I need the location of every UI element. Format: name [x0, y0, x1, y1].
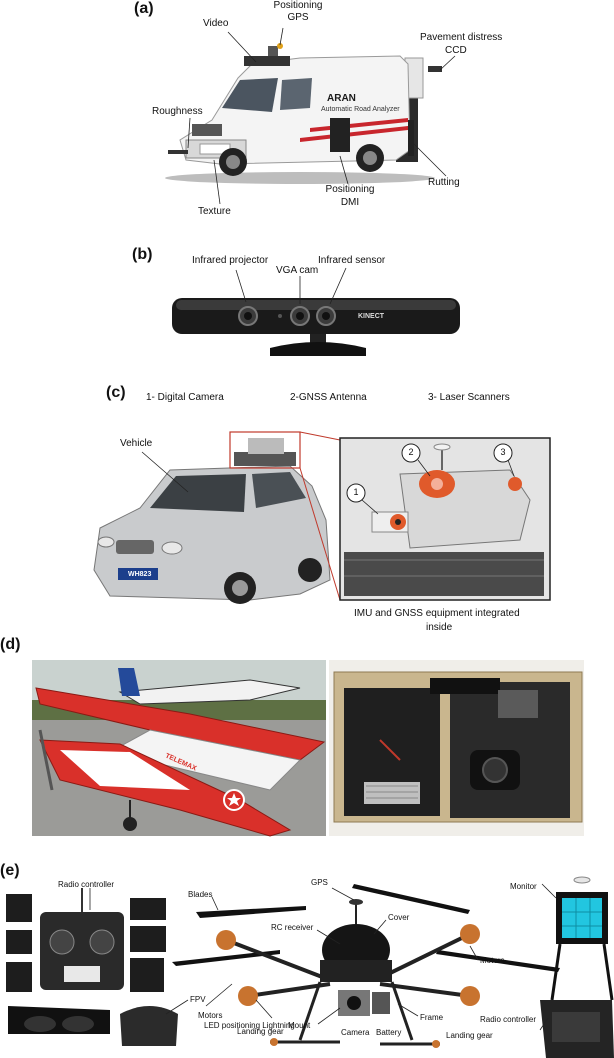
- label-infrared-sensor: Infrared sensor: [318, 255, 386, 266]
- label-num-2: 2: [408, 447, 414, 457]
- label-monitor: Monitor: [510, 882, 537, 891]
- mms-vehicle-image: [93, 431, 551, 604]
- panel-e-letter: (e): [0, 862, 20, 879]
- label-num-3: 3: [500, 447, 506, 457]
- label-mount: Mount: [288, 1021, 311, 1030]
- kinect-brand-text: KINECT: [358, 313, 385, 320]
- label-video: Video: [203, 18, 229, 29]
- label-pavement-distress: Pavement distress: [420, 32, 503, 43]
- label-led-lightning: LED positioning Lightning: [204, 1021, 295, 1030]
- label-cover: Cover: [388, 913, 410, 922]
- kinect-sensor-image: [172, 267, 460, 356]
- van-sub-text: Automatic Road Analyzer: [321, 106, 400, 113]
- label-digital-camera: 1- Digital Camera: [146, 392, 224, 403]
- label-positioning-dmi-1: Positioning: [325, 184, 375, 195]
- aran-van-image: [165, 27, 456, 205]
- label-motors-right: Motors: [480, 956, 505, 965]
- label-vga-cam: VGA cam: [276, 265, 319, 276]
- label-roughness: Roughness: [152, 106, 203, 117]
- label-camera: Camera: [341, 1028, 370, 1037]
- label-dmi: DMI: [340, 197, 360, 208]
- label-vehicle: Vehicle: [120, 438, 153, 449]
- panel-a-letter: (a): [134, 0, 154, 17]
- panel-c-letter: (c): [106, 384, 126, 401]
- label-landing-gear-left: Landing gear: [237, 1027, 284, 1036]
- label-landing-gear-right: Landing gear: [446, 1031, 493, 1040]
- label-laser-scanners: 3- Laser Scanners: [428, 392, 510, 403]
- label-gnss-antenna: 2-GNSS Antenna: [290, 392, 367, 403]
- panel-d-letter: (d): [0, 636, 21, 653]
- label-radio-controller-left: Radio controller: [58, 880, 115, 889]
- van-brand-text: ARAN: [327, 93, 356, 104]
- label-positioning-gps-1: Positioning: [273, 0, 323, 11]
- label-imu-gnss-1: IMU and GNSS equipment integrated: [354, 608, 520, 619]
- label-gps: GPS: [311, 878, 328, 887]
- uav-plane-image: [32, 660, 584, 837]
- label-ccd: CCD: [445, 45, 467, 56]
- label-fpv: FPV: [190, 995, 206, 1004]
- label-rc-receiver: RC receiver: [271, 923, 314, 932]
- label-positioning-gps-2: GPS: [287, 12, 309, 23]
- panel-b-letter: (b): [132, 246, 153, 263]
- label-blades: Blades: [188, 890, 213, 899]
- label-rutting: Rutting: [428, 177, 460, 188]
- plate-text: WH823: [128, 571, 152, 578]
- label-radio-controller-right: Radio controller: [480, 1015, 537, 1024]
- label-num-1: 1: [353, 487, 359, 497]
- label-motors-left: Motors: [198, 1011, 223, 1020]
- label-battery: Battery: [376, 1028, 402, 1037]
- label-frame: Frame: [420, 1013, 444, 1022]
- label-infrared-projector: Infrared projector: [192, 255, 269, 266]
- label-texture: Texture: [198, 206, 231, 217]
- label-imu-gnss-2: inside: [426, 622, 453, 633]
